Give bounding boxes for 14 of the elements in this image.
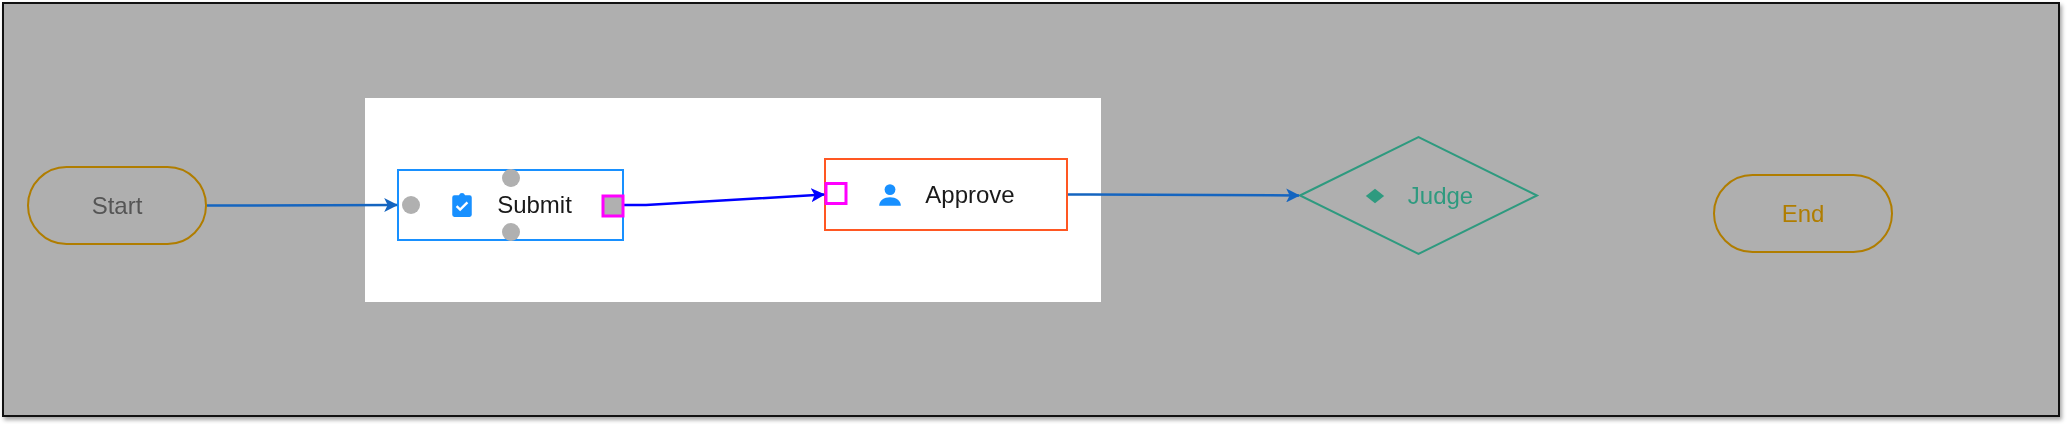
node-label: End [1781, 199, 1825, 228]
node-label: Judge [1407, 181, 1474, 210]
arrow [624, 188, 826, 207]
process-box [397, 169, 624, 241]
node-label: Submit [497, 191, 572, 219]
arrow [207, 198, 399, 213]
end-terminal [1713, 174, 1893, 253]
process-box [824, 158, 1068, 231]
arrow [1068, 188, 1301, 203]
group-panel [365, 98, 1101, 302]
decision-diamond [1299, 136, 1538, 255]
node-label: Start [91, 191, 143, 220]
node-label: Approve [925, 180, 1015, 209]
start-terminal [27, 166, 207, 245]
